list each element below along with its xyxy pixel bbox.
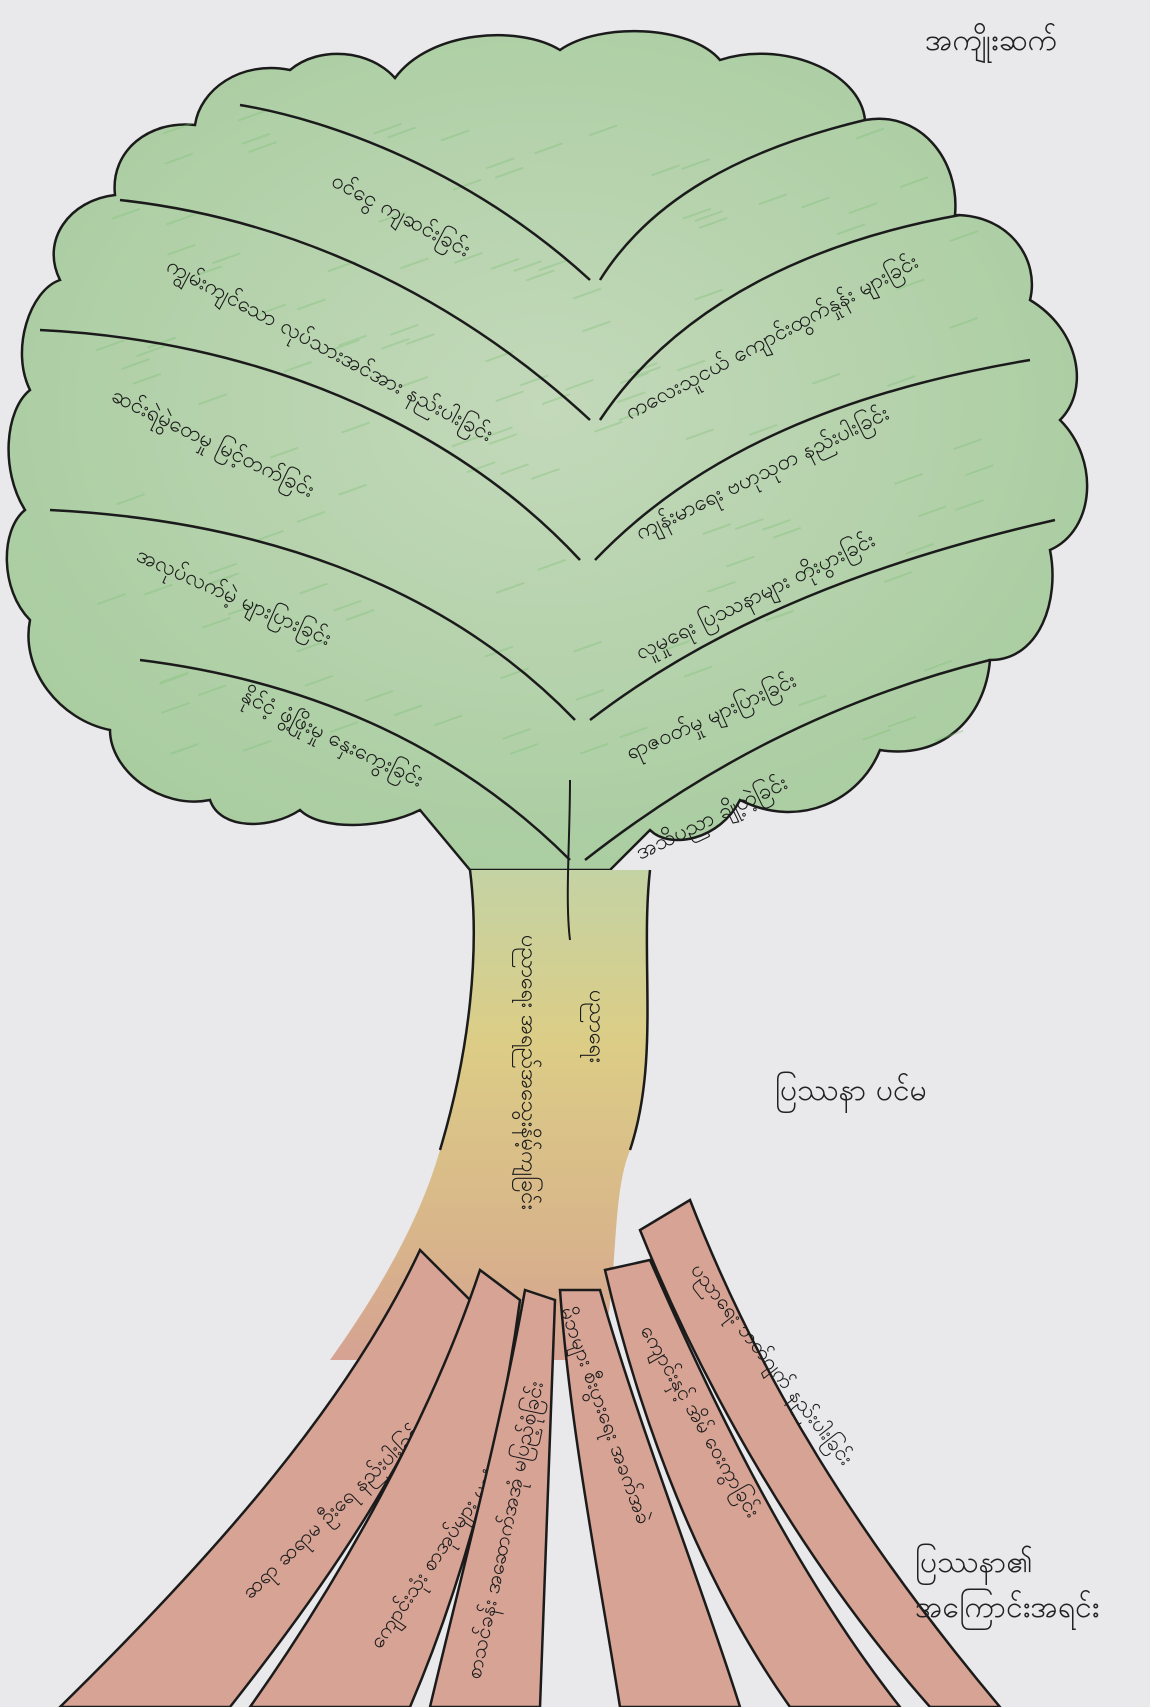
root-side-label: ပြဿနာ၏ အကြောင်းအရင်း: [915, 1540, 1145, 1630]
tree-canopy: [7, 31, 1087, 870]
trunk-side-label: ပြဿနာ ပင်မ: [775, 1070, 927, 1115]
trunk-text-2: ပညာရေး: [580, 990, 609, 1063]
corner-label: အကျိုးဆက်: [925, 20, 1057, 65]
